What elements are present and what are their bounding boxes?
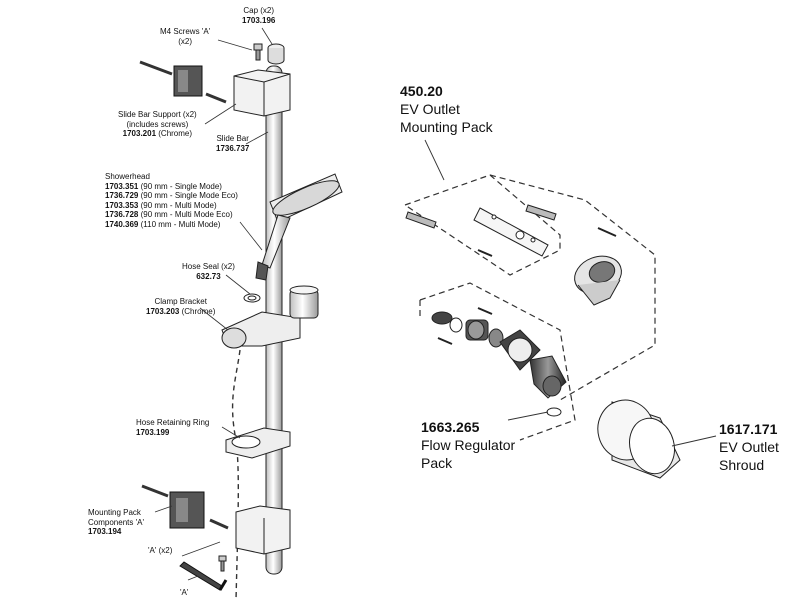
showerhead-variant-code: 1736.728 [105, 210, 139, 219]
showerhead-variant-desc: (90 mm - Single Mode Eco) [138, 191, 238, 200]
small-screw-part [218, 555, 227, 572]
showerhead-variant-desc: (90 mm - Multi Mode Eco) [138, 210, 233, 219]
outlet-fitting-part [574, 255, 622, 306]
mounting-pack-clip [141, 484, 229, 530]
slide-bar-label: Slide Bar 1736.737 [216, 134, 249, 153]
cap-part [267, 43, 285, 65]
left-leader-lines [154, 27, 273, 581]
showerhead-variant-desc: (90 mm - Single Mode) [138, 181, 222, 191]
top-slide-bar-support [233, 69, 291, 117]
clamp-bracket-code: 1703.203 [146, 306, 180, 316]
slide-bar-support-line1: Slide Bar Support (x2) [118, 110, 197, 119]
showerhead-variant-code: 1736.729 [105, 191, 139, 200]
ev-shroud-line2: Shroud [719, 457, 765, 473]
hose-retaining-ring-name: Hose Retaining Ring [136, 418, 210, 427]
showerhead-variant-desc: (90 mm - Multi Mode) [138, 200, 217, 210]
m4-screws-line1: M4 Screws 'A' [160, 27, 211, 36]
showerhead-variant-code: 1740.369 [105, 219, 139, 229]
hose-seal-name: Hose Seal (x2) [182, 262, 235, 271]
ev-outlet-shroud-part [597, 399, 681, 479]
mounting-pack-code: 1703.194 [88, 527, 122, 536]
showerhead-variant-desc: (110 mm - Multi Mode) [138, 219, 221, 229]
ev-mounting-code: 450.20 [400, 83, 443, 99]
hose-seal-label: Hose Seal (x2) 632.73 [182, 262, 235, 281]
ev-outlet-shroud-label: 1617.171 EV Outlet Shroud [719, 420, 779, 474]
hose-seal-part [243, 293, 261, 303]
clamp-bracket-name: Clamp Bracket [154, 297, 207, 306]
slide-bar-support-label: Slide Bar Support (x2) (includes screws)… [118, 110, 197, 139]
slide-bar-name: Slide Bar [216, 134, 249, 143]
cap-name: Cap (x2) [243, 6, 275, 15]
clamp-bracket-part [221, 285, 319, 349]
slide-bar-support-clip [139, 60, 227, 104]
a-x2-label: 'A' (x2) [148, 546, 173, 555]
ev-outlet-pack-outline [403, 174, 656, 441]
slide-bar-support-suffix: (Chrome) [156, 129, 193, 138]
showerhead-label: Showerhead 1703.351 (90 mm - Single Mode… [105, 172, 238, 229]
ev-shroud-line1: EV Outlet [719, 439, 779, 455]
slide-bar-support-line2: (includes screws) [126, 119, 189, 129]
showerhead-variant: 1736.728 (90 mm - Multi Mode Eco) [105, 210, 238, 220]
allen-key-part [179, 561, 228, 591]
showerhead-variant: 1740.369 (110 mm - Multi Mode) [105, 220, 238, 230]
ev-mounting-line2: Mounting Pack [400, 119, 493, 135]
slide-bar-support-code: 1703.201 [122, 129, 157, 138]
clamp-bracket-label: Clamp Bracket 1703.203 (Chrome) [146, 297, 215, 316]
right-leader-lines [424, 139, 717, 447]
flow-regulator-code: 1663.265 [421, 419, 480, 435]
showerhead-variant-code: 1703.353 [105, 200, 139, 210]
mounting-pack-line2: Components 'A' [88, 517, 144, 527]
hose-seal-code: 632.73 [196, 271, 221, 281]
mounting-pack-line1: Mounting Pack [88, 508, 141, 517]
clamp-bracket-suffix: (Chrome) [179, 306, 216, 316]
showerhead-variant: 1703.353 (90 mm - Multi Mode) [105, 201, 238, 211]
cap-label: Cap (x2) 1703.196 [242, 6, 275, 25]
showerhead-variant-list: 1703.351 (90 mm - Single Mode)1736.729 (… [105, 182, 238, 230]
showerhead-part [255, 173, 343, 281]
showerhead-variant: 1703.351 (90 mm - Single Mode) [105, 182, 238, 192]
m4-screws-label: M4 Screws 'A' (x2) [160, 27, 210, 46]
m4-screw-part [253, 43, 263, 61]
ev-shroud-code: 1617.171 [719, 421, 778, 437]
m4-screws-line2: (x2) [178, 36, 192, 46]
cap-code: 1703.196 [242, 15, 276, 25]
hose-retaining-ring-part [225, 427, 291, 459]
flow-regulator-pack-label: 1663.265 Flow Regulator Pack [421, 418, 515, 472]
a-key-label: 'A' [180, 588, 189, 597]
flow-regulator-line2: Pack [421, 455, 453, 471]
slide-bar-code: 1736.737 [216, 143, 250, 153]
mounting-pack-label: Mounting Pack Components 'A' 1703.194 [88, 508, 144, 537]
hose-dashed-line [231, 349, 241, 600]
hose-retaining-ring-label: Hose Retaining Ring 1703.199 [136, 418, 209, 437]
hose-retaining-ring-code: 1703.199 [136, 427, 170, 437]
bottom-slide-bar-support [235, 505, 291, 555]
ev-mounting-line1: EV Outlet [400, 101, 460, 117]
ev-outlet-mounting-pack-label: 450.20 EV Outlet Mounting Pack [400, 82, 493, 136]
showerhead-variant: 1736.729 (90 mm - Single Mode Eco) [105, 191, 238, 201]
wall-plugs [405, 204, 617, 257]
flow-regulator-parts [431, 307, 567, 417]
mounting-plate-part [473, 207, 549, 257]
flow-regulator-line1: Flow Regulator [421, 437, 516, 453]
showerhead-variant-code: 1703.351 [105, 181, 139, 191]
showerhead-name: Showerhead [105, 172, 150, 181]
